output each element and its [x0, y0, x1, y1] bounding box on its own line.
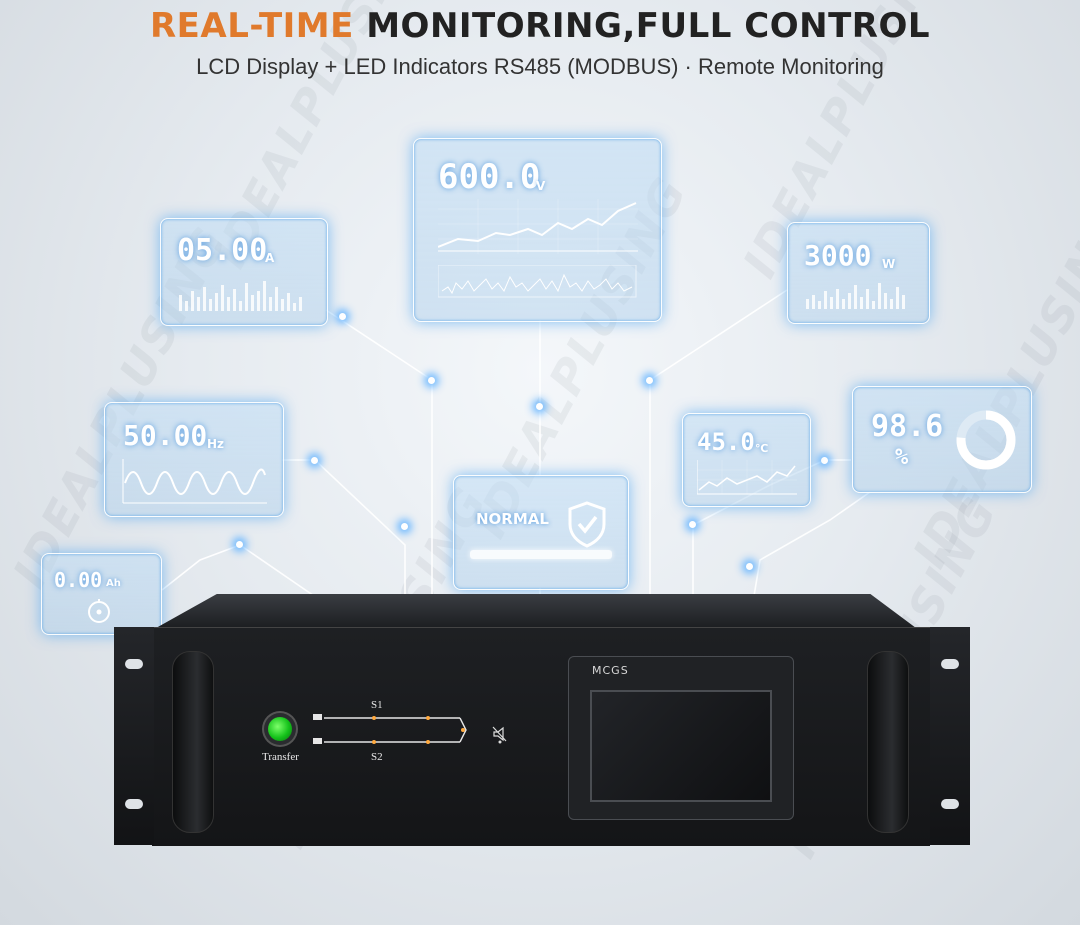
status-bar [470, 550, 612, 559]
timer-icon [88, 599, 110, 623]
glow-dot [536, 403, 543, 410]
efficiency-unit: % [895, 445, 909, 470]
temperature-card: 45.0 ℃ [682, 413, 811, 507]
sine-wave-icon [122, 459, 267, 504]
voltage-value: 600.0 [438, 157, 541, 197]
bar-graph-icon [806, 283, 905, 309]
transfer-label: Transfer [262, 751, 299, 763]
temperature-unit: ℃ [755, 442, 769, 455]
mounting-hole [941, 659, 959, 669]
current-value: 05.00 [177, 233, 268, 268]
power-value: 3000 [804, 239, 872, 272]
glow-dot [689, 521, 696, 528]
donut-gauge-icon [956, 410, 1016, 470]
glow-dot [428, 377, 435, 384]
speaker-mute-icon[interactable] [492, 726, 508, 744]
current-unit: A [265, 251, 275, 265]
source-switch-diagram [313, 714, 467, 744]
line-chart-icon [697, 460, 797, 495]
frequency-card: 50.00 Hz [104, 402, 284, 517]
voltage-card: 600.0 V [413, 138, 662, 322]
capacity-value: 0.00 [54, 568, 103, 592]
glow-dot [401, 523, 408, 530]
glow-dot [646, 377, 653, 384]
glow-dot [821, 457, 828, 464]
status-card: NORMAL [453, 475, 629, 590]
efficiency-card: 98.6 % [852, 386, 1032, 493]
line-chart-icon [438, 199, 638, 254]
transfer-button[interactable] [268, 717, 292, 741]
mounting-hole [941, 799, 959, 809]
handle-right[interactable] [867, 651, 909, 833]
glow-dot [746, 563, 753, 570]
title-rest: MONITORING,FULL CONTROL [366, 6, 931, 46]
power-unit: W [882, 257, 896, 271]
efficiency-value: 98.6 [871, 409, 944, 444]
capacity-card: 0.00 Ah [41, 553, 162, 635]
page-title: REAL-TIME MONITORING,FULL CONTROL [0, 6, 1080, 46]
frequency-value: 50.00 [123, 419, 208, 452]
page-subtitle: LCD Display + LED Indicators RS485 (MODB… [196, 54, 884, 79]
capacity-unit: Ah [106, 578, 121, 589]
lcd-brand: MCGS [592, 664, 629, 677]
shield-check-icon [568, 501, 606, 548]
glow-dot [339, 313, 346, 320]
voltage-unit: V [536, 179, 546, 193]
glow-dot [236, 541, 243, 548]
mounting-hole [125, 799, 143, 809]
status-label: NORMAL [476, 510, 549, 528]
mounting-hole [125, 659, 143, 669]
device-top [156, 594, 916, 628]
s2-label: S2 [371, 751, 383, 763]
rack-ear-right [930, 627, 970, 845]
lcd-touchscreen[interactable] [590, 690, 772, 802]
frequency-unit: Hz [207, 437, 225, 451]
title-accent: REAL-TIME [149, 6, 354, 46]
rack-ear-left [114, 627, 154, 845]
device-front-panel [152, 627, 930, 846]
waveform-icon [438, 265, 637, 298]
power-card: 3000 W [787, 222, 930, 324]
bar-graph-icon [179, 281, 302, 311]
s1-label: S1 [371, 699, 383, 711]
temperature-value: 45.0 [697, 428, 755, 456]
current-card: 05.00 A [160, 218, 328, 326]
glow-dot [311, 457, 318, 464]
handle-left[interactable] [172, 651, 214, 833]
